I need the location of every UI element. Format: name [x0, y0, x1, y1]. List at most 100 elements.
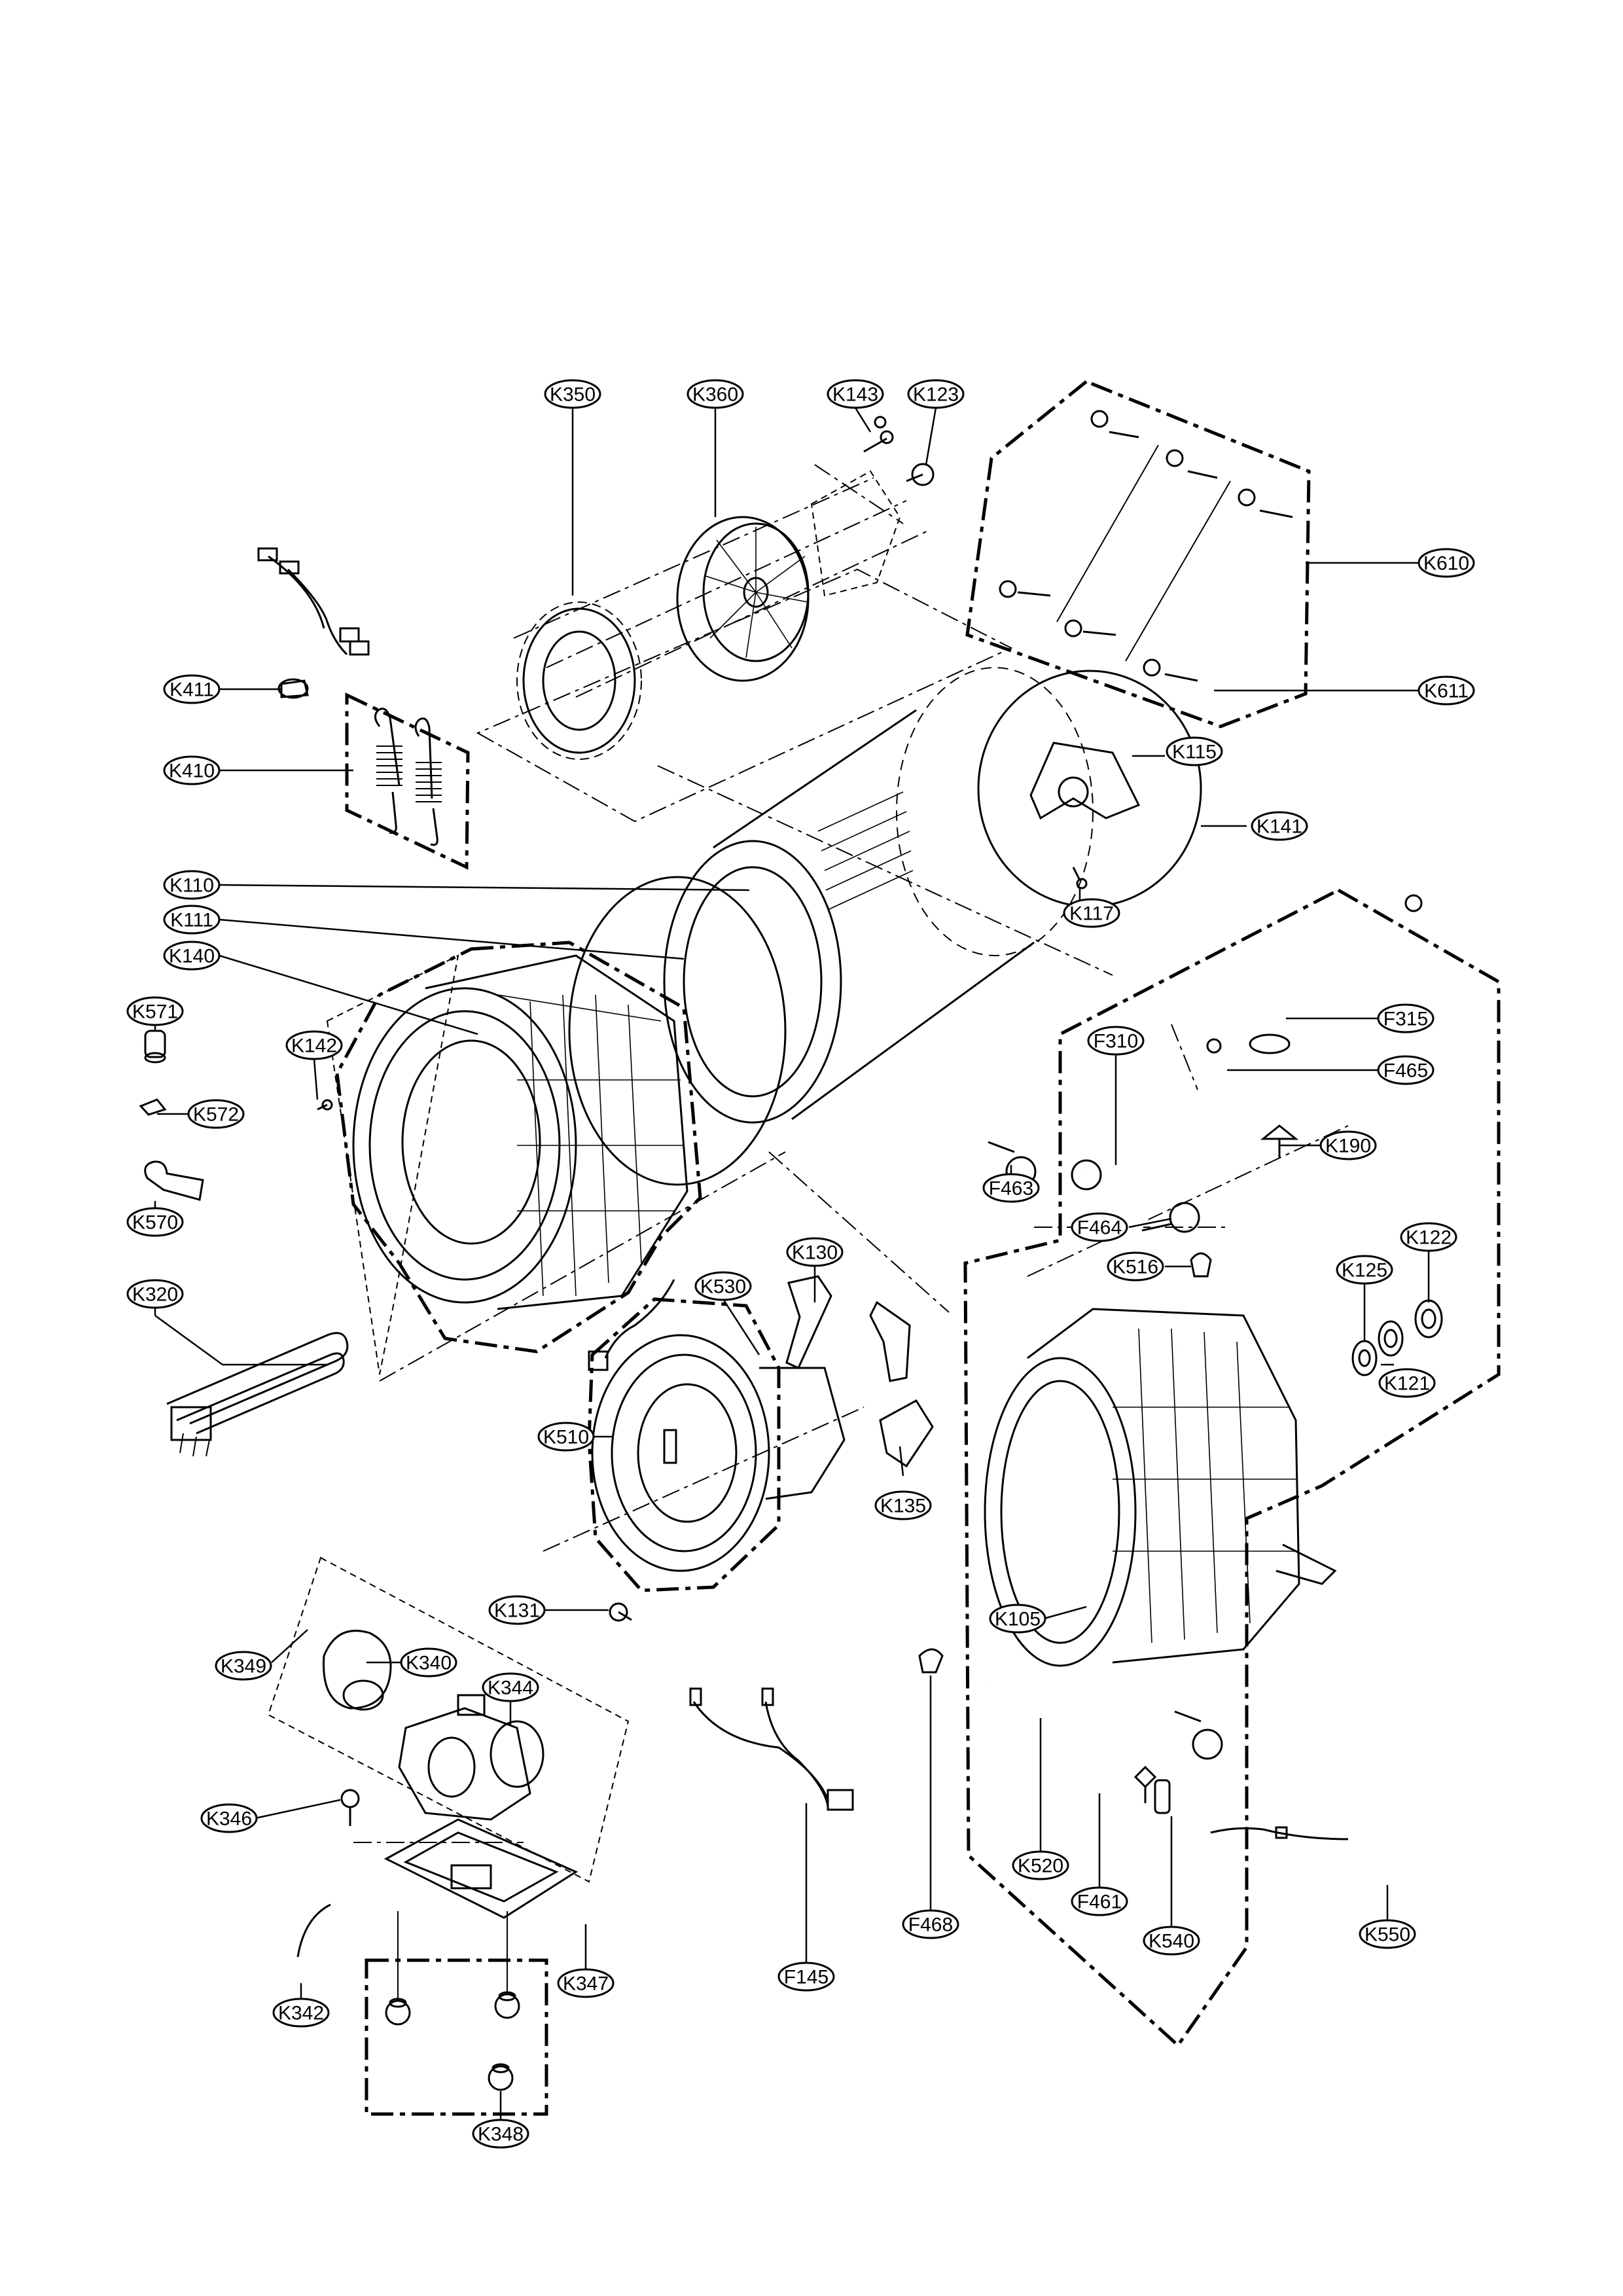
screw-k142: [317, 1099, 333, 1111]
callout-text: K115: [1172, 742, 1217, 763]
callout-k121: K121: [1378, 1368, 1436, 1398]
leader-lines: [154, 407, 1430, 2121]
callout-bubble: [126, 1207, 184, 1237]
callout-text: K130: [792, 1242, 838, 1264]
callout-bubble: [537, 1422, 595, 1452]
callout-text: K125: [1342, 1260, 1387, 1282]
callout-bubble: [1143, 1926, 1200, 1956]
callout-text: K342: [278, 2003, 324, 2024]
rear-gasket-ring: [977, 670, 1202, 908]
callout-k110: K110: [163, 870, 221, 900]
callout-k411: K411: [163, 674, 221, 704]
small-parts-left: [139, 1030, 204, 1201]
callout-text: K550: [1364, 1924, 1410, 1946]
callout-f461: F461: [1071, 1886, 1128, 1916]
callout-text: K520: [1018, 1856, 1063, 1877]
callout-text: K510: [543, 1427, 589, 1448]
callout-k135: K135: [874, 1490, 932, 1520]
shock-absorbers: [999, 410, 1293, 682]
callout-text: K111: [170, 910, 213, 931]
rotor: [516, 601, 642, 760]
callout-text: K347: [563, 1973, 609, 1995]
callout-k346: K346: [200, 1803, 258, 1833]
callout-bubble: [187, 1099, 245, 1129]
springs: [374, 708, 442, 846]
base-plate: [383, 1818, 579, 1919]
callout-bubble: [1251, 811, 1308, 841]
callout-text: K350: [550, 384, 596, 406]
callout-f145: F145: [777, 1962, 835, 1992]
callout-bubble: [285, 1030, 343, 1060]
callout-k540: K540: [1143, 1926, 1200, 1956]
pressure-tube: [1210, 1826, 1349, 1840]
callout-text: F463: [989, 1178, 1033, 1200]
stator: [676, 470, 901, 682]
tub-front-group-outline: [335, 941, 702, 1354]
assembly-lines: [267, 464, 1349, 1883]
callout-bubble: [989, 1604, 1046, 1634]
callout-text: K141: [1257, 816, 1302, 838]
callout-text: F310: [1094, 1031, 1138, 1052]
callout-bubble: [544, 379, 601, 409]
callout-bubble: [1418, 675, 1475, 706]
callout-bubble: [777, 1962, 835, 1992]
rotor-bolts: [863, 416, 935, 486]
callout-text: K140: [169, 946, 215, 967]
callout-f310: F310: [1087, 1026, 1145, 1056]
callout-text: K143: [832, 384, 878, 406]
callout-k131: K131: [488, 1595, 546, 1625]
callout-bubble: [163, 755, 221, 785]
callout-k190: K190: [1319, 1130, 1377, 1160]
callout-bubble: [163, 870, 221, 900]
callout-bubble: [557, 1968, 615, 1998]
callout-text: K117: [1069, 903, 1114, 925]
callout-text: K572: [193, 1104, 239, 1126]
callout-k320: K320: [126, 1279, 184, 1309]
callout-text: F464: [1077, 1217, 1122, 1239]
callout-text: K110: [169, 875, 214, 897]
hoses-upper: [1071, 894, 1423, 1347]
callout-k360: K360: [687, 379, 744, 409]
callout-bubble: [200, 1803, 258, 1833]
callout-bubble: [126, 996, 184, 1026]
spring-group-outline: [345, 692, 470, 870]
callout-text: F145: [784, 1967, 829, 1988]
hose-clamp: [1174, 1710, 1223, 1760]
callout-k572: K572: [187, 1099, 245, 1129]
callout-bubble: [1063, 898, 1120, 928]
callout-text: K122: [1406, 1227, 1452, 1249]
callout-k340: K340: [400, 1647, 457, 1677]
callout-k348: K348: [472, 2119, 529, 2149]
gasket-group-outline: [587, 1297, 781, 1592]
callout-text: K410: [169, 761, 215, 782]
callout-bubble: [1378, 1368, 1436, 1398]
callout-bubble: [1071, 1212, 1128, 1242]
callout-k570: K570: [126, 1207, 184, 1237]
callout-bubble: [163, 941, 221, 971]
pump-base-group-outline: [365, 1958, 548, 2116]
callout-k117: K117: [1063, 898, 1120, 928]
callout-bubble: [163, 905, 221, 935]
bearings: [1351, 1299, 1443, 1376]
callout-bubble: [1418, 548, 1475, 578]
tube-k342: [296, 1903, 331, 1958]
callout-k115: K115: [1166, 736, 1223, 766]
callout-text: K540: [1149, 1931, 1194, 1952]
feet: [385, 1911, 520, 2091]
callout-text: K611: [1424, 681, 1469, 702]
spider-flange: [1029, 742, 1141, 889]
callout-bubble: [694, 1271, 752, 1301]
callout-k611: K611: [1418, 675, 1475, 706]
clip: [277, 678, 309, 699]
callout-bubble: [902, 1909, 959, 1939]
group-boundaries: [335, 380, 1501, 2116]
wire-harness-bottom: [689, 1687, 854, 1811]
callout-k410: K410: [163, 755, 221, 785]
callout-k122: K122: [1400, 1222, 1457, 1252]
callout-k130: K130: [786, 1237, 844, 1267]
callout-bubble: [1107, 1251, 1164, 1282]
callout-k142: K142: [285, 1030, 343, 1060]
thermistor-wire: [588, 1279, 675, 1371]
callout-text: K530: [700, 1276, 746, 1298]
